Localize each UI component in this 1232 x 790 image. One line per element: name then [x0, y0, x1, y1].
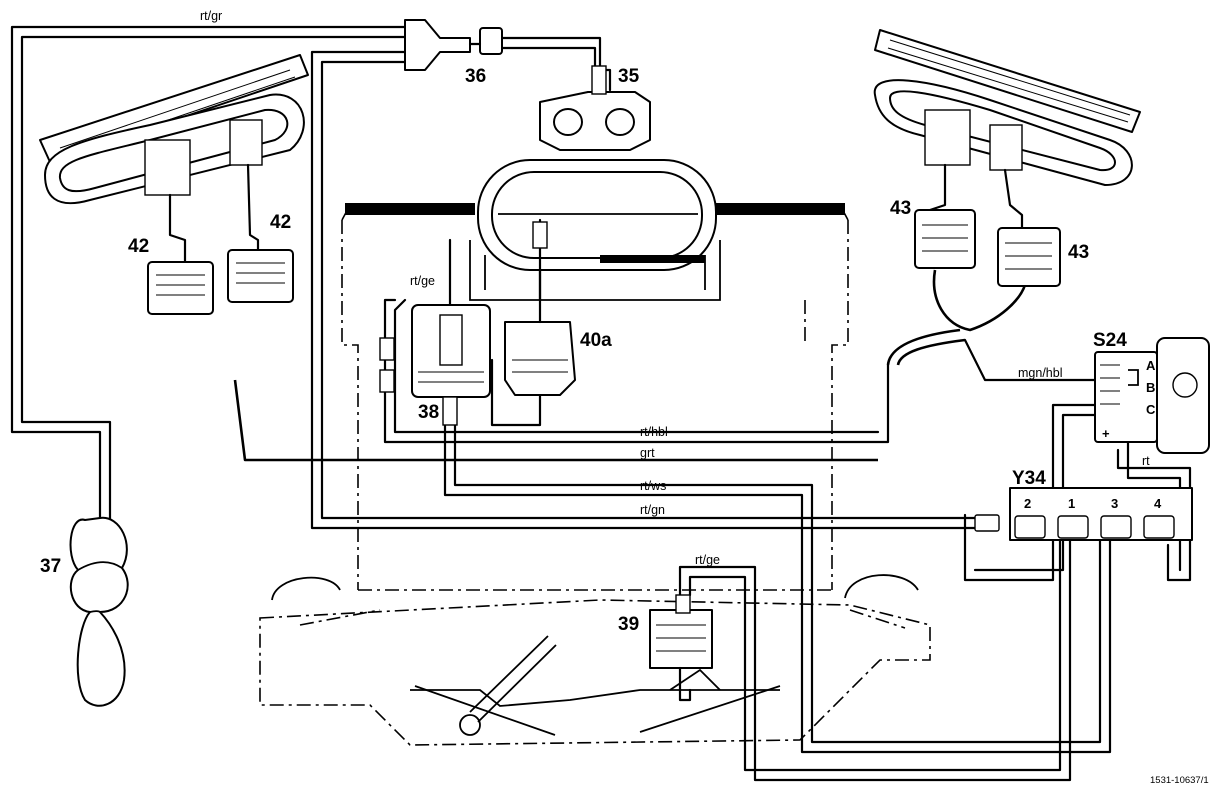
vacuum-unit-42-left	[147, 261, 214, 315]
figure-code: 1531-10637/1	[1150, 775, 1209, 786]
switchover-valve-38	[379, 238, 491, 426]
wire-label-rt: rt	[1142, 454, 1150, 468]
label-43-right: 43	[1068, 242, 1089, 263]
wire-label-rt-gr: rt/gr	[200, 9, 222, 23]
label-35: 35	[618, 66, 640, 87]
vehicle-outline	[259, 204, 931, 746]
vacuum-lines	[10, 25, 1192, 782]
wire-label-mgn-hbl: mgn/hbl	[1018, 366, 1062, 380]
wire-label-rt-ws: rt/ws	[640, 479, 666, 493]
label-37: 37	[40, 556, 61, 577]
wire-label-rt-gn: rt/gn	[640, 503, 665, 517]
vacuum-element-35	[539, 65, 651, 151]
vacuum-unit-43-right	[997, 227, 1061, 287]
vacuum-element-40a	[504, 268, 576, 396]
y34-port-3: 3	[1111, 496, 1118, 511]
vacuum-reservoir-37	[69, 516, 129, 707]
label-42-right: 42	[270, 212, 291, 233]
right-air-outlet	[873, 29, 1141, 234]
label-40a: 40a	[580, 330, 612, 351]
y34-port-1: 1	[1068, 496, 1075, 511]
vacuum-unit-42-right	[227, 249, 294, 303]
wire-label-rt-ge-top: rt/ge	[410, 274, 435, 288]
wire-label-rt-ge-bottom: rt/ge	[695, 553, 720, 567]
s24-pin-b: B	[1146, 380, 1155, 395]
label-43-left: 43	[890, 198, 911, 219]
label-y34: Y34	[1012, 468, 1046, 489]
label-36: 36	[465, 66, 486, 87]
y34-port-2: 2	[1024, 496, 1031, 511]
y34-port-4: 4	[1154, 496, 1162, 511]
vacuum-element-39	[649, 594, 713, 702]
wire-label-grt: grt	[640, 446, 655, 460]
center-air-duct	[345, 159, 845, 302]
label-39: 39	[618, 614, 639, 635]
left-air-outlet	[39, 54, 309, 264]
label-s24: S24	[1093, 330, 1127, 351]
label-38: 38	[418, 402, 439, 423]
s24-pin-plus: +	[1102, 426, 1110, 441]
valve-block-y34	[974, 487, 1193, 541]
s24-pin-a: A	[1146, 358, 1156, 373]
s24-pin-c: C	[1146, 402, 1156, 417]
vacuum-unit-43-left	[914, 209, 976, 269]
vacuum-switch-s24	[1094, 337, 1210, 454]
vacuum-check-valve-36	[404, 19, 503, 71]
label-42-left: 42	[128, 236, 149, 257]
wire-label-rt-hbl: rt/hbl	[640, 425, 668, 439]
